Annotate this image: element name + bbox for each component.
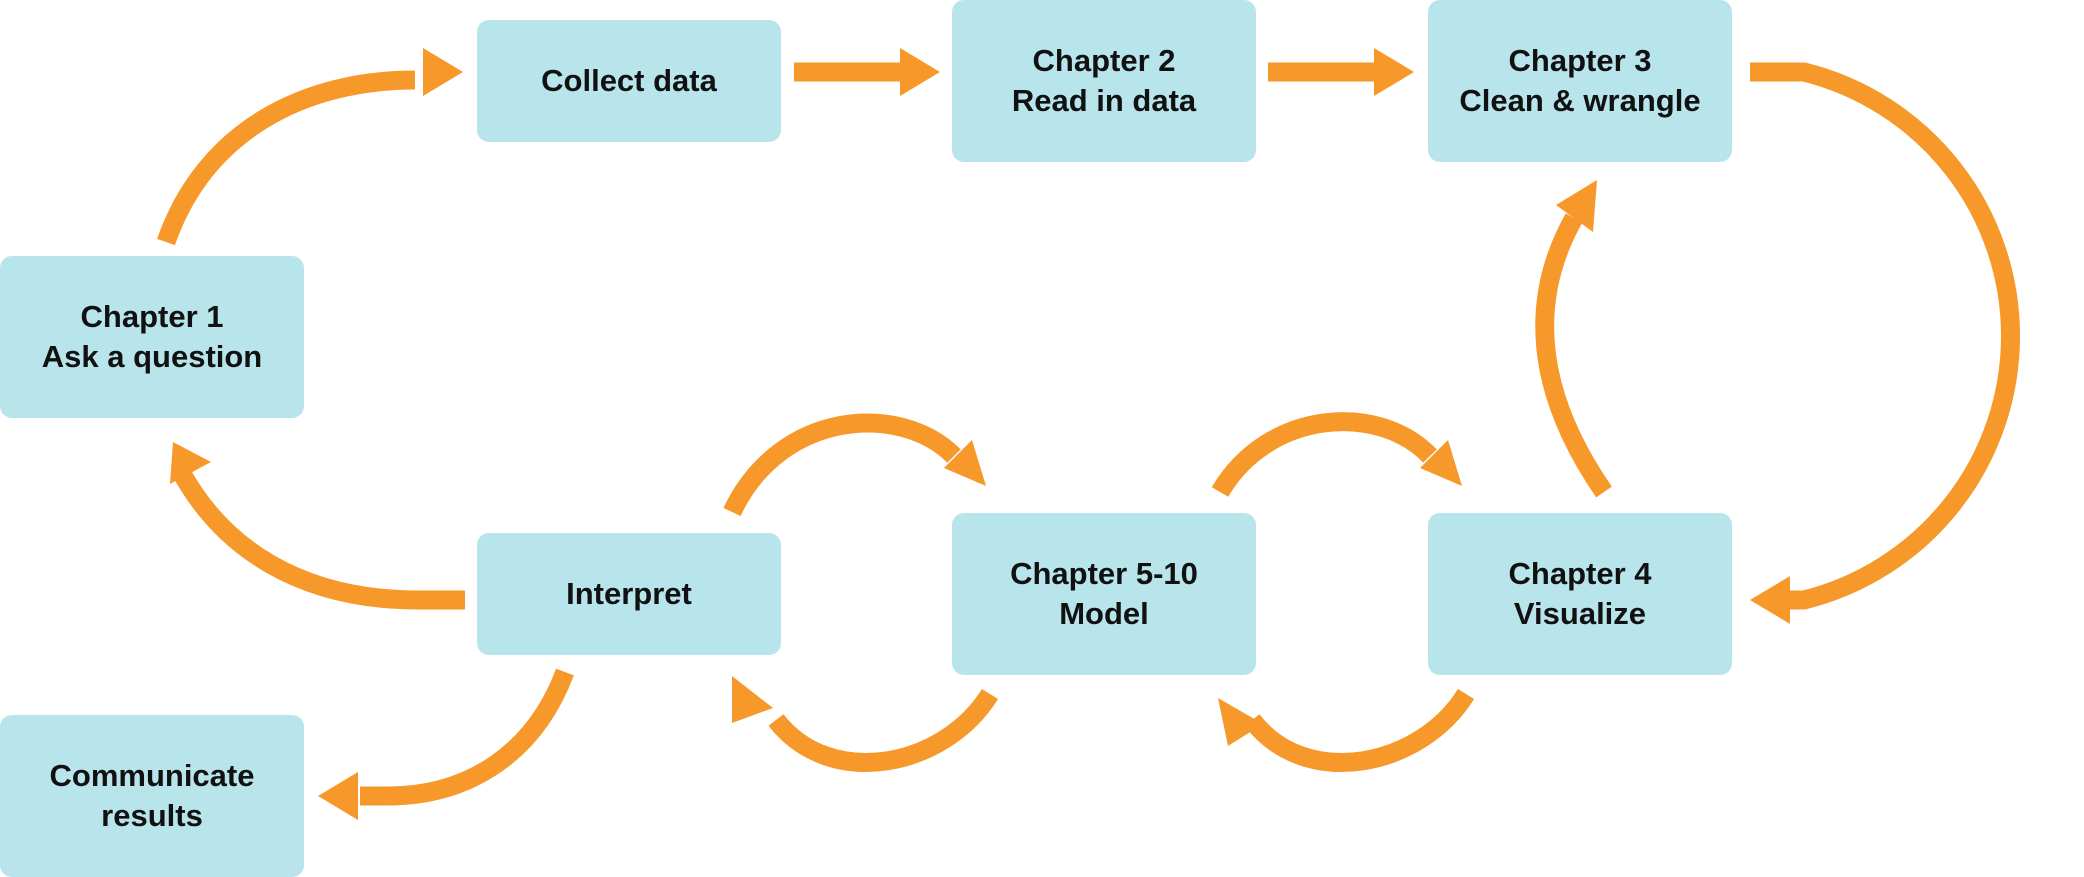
node-model-label: Chapter 5-10 Model: [1010, 554, 1198, 634]
node-communicate-results: Communicate results: [0, 715, 304, 877]
node-chapter-1-line-2: Ask a question: [41, 339, 263, 374]
node-chapter-3: Chapter 3 Clean & wrangle: [1428, 0, 1732, 162]
node-chapter-3-line-2: Clean & wrangle: [1459, 83, 1701, 118]
node-chapter-2-label: Chapter 2 Read in data: [1012, 41, 1196, 121]
node-chapter-4-line-1: Chapter 4: [1508, 556, 1652, 591]
node-chapter-1-line-1: Chapter 1: [80, 299, 224, 334]
arrowhead-collect-to-chapter2: [900, 48, 940, 96]
node-chapter-1: Chapter 1 Ask a question: [0, 256, 304, 418]
arrow-chapter1-to-collect: [157, 70, 416, 246]
node-chapter-3-line-1: Chapter 3: [1508, 43, 1652, 78]
arrowhead-chapter3-to-chapter4: [1750, 576, 1790, 624]
arrowhead-interpret-to-chapter1: [170, 442, 211, 484]
arrowhead-chapter4-to-model: [1218, 698, 1263, 746]
node-chapter-2-line-2: Read in data: [1011, 83, 1197, 118]
arrow-interpret-to-communicate: [360, 668, 574, 806]
arrow-interpret-to-chapter1: [171, 465, 465, 610]
node-model: Chapter 5-10 Model: [952, 513, 1256, 675]
node-chapter-1-label: Chapter 1 Ask a question: [42, 297, 263, 377]
node-collect-data: Collect data: [477, 20, 781, 142]
node-communicate-results-line-2: results: [101, 798, 203, 833]
node-model-line-2: Model: [1059, 596, 1149, 631]
node-chapter-4-line-2: Visualize: [1513, 596, 1647, 631]
node-interpret-label: Interpret: [566, 574, 692, 614]
arrow-model-to-interpret: [768, 688, 999, 772]
node-communicate-results-label: Communicate results: [50, 756, 255, 836]
arrowhead-model-to-chapter4: [1420, 440, 1462, 486]
node-communicate-results-line-1: Communicate: [49, 758, 255, 793]
arrowhead-chapter1-to-collect: [423, 48, 463, 96]
node-interpret-line-1: Interpret: [566, 576, 692, 611]
node-model-line-1: Chapter 5-10: [1010, 556, 1198, 591]
arrow-interpret-to-model: [723, 413, 961, 517]
node-chapter-2-line-1: Chapter 2: [1032, 43, 1176, 78]
arrow-model-to-chapter4: [1211, 412, 1437, 498]
node-collect-data-label: Collect data: [541, 61, 717, 101]
arrowhead-interpret-to-communicate: [318, 772, 358, 820]
node-chapter-4-label: Chapter 4 Visualize: [1509, 554, 1652, 634]
arrowhead-model-to-interpret: [732, 676, 773, 723]
node-chapter-3-label: Chapter 3 Clean & wrangle: [1459, 41, 1700, 121]
node-interpret: Interpret: [477, 533, 781, 655]
node-chapter-4: Chapter 4 Visualize: [1428, 513, 1732, 675]
arrowhead-chapter2-to-chapter3: [1374, 48, 1414, 96]
arrow-chapter4-to-chapter3: [1535, 213, 1612, 498]
arrowhead-interpret-to-model: [944, 440, 986, 486]
node-chapter-2: Chapter 2 Read in data: [952, 0, 1256, 162]
arrow-chapter4-to-model: [1244, 688, 1475, 772]
arrow-chapter3-to-chapter4: [1750, 62, 2020, 610]
arrowhead-chapter4-to-chapter3: [1556, 180, 1597, 232]
node-collect-data-line-1: Collect data: [541, 63, 717, 98]
